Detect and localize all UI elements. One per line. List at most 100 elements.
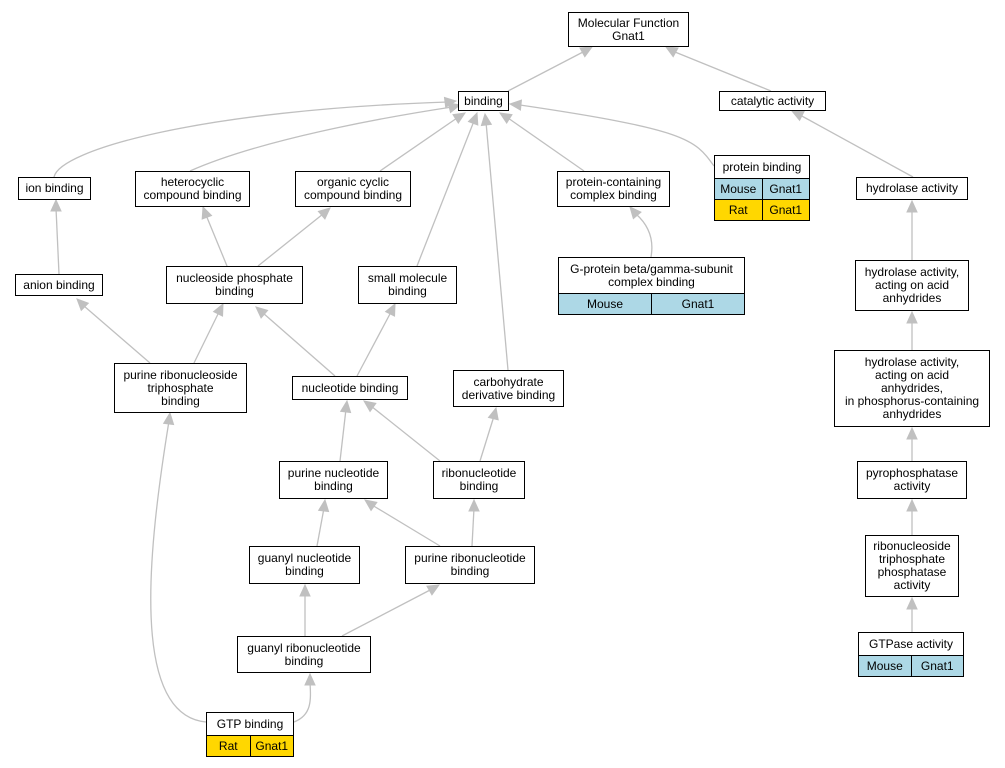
node-small-molecule-binding[interactable]: small molecule binding xyxy=(358,266,457,304)
species-cell: Mouse xyxy=(859,656,911,676)
edge-ribonuc-nucleotide-arrowhead xyxy=(363,400,377,413)
edge-pcomplex-binding xyxy=(507,117,585,172)
edge-gtp-prntp-arrowhead xyxy=(162,411,175,426)
edge-guanyl-purnuc-arrowhead xyxy=(317,498,330,513)
edge-ribonuc-nucleotide xyxy=(370,405,441,462)
node-label: Molecular Function Gnat1 xyxy=(577,15,680,43)
gene-cell: Gnat1 xyxy=(761,179,809,199)
edge-gtpase-rntpase-arrowhead xyxy=(906,596,918,610)
edge-rntpase-pyrophos-arrowhead xyxy=(906,498,918,512)
edge-nucleotide-smallmol-arrowhead xyxy=(384,302,396,317)
node-label: pyrophosphatase activity xyxy=(865,466,959,493)
edge-gtp-guanylribo-arrowhead xyxy=(304,672,316,686)
node-hydrolase-activity-in-phosphorus-containing-anhydrides[interactable]: hydrolase activity, acting on acid anhyd… xyxy=(834,350,990,427)
node-label: ribonucleotide binding xyxy=(441,466,517,493)
edge-guanylribo-purribo-arrowhead xyxy=(426,584,441,596)
node-label: hydrolase activity, acting on acid anhyd… xyxy=(844,355,980,421)
node-label: hydrolase activity xyxy=(865,181,959,195)
edge-carbo-binding xyxy=(485,121,509,371)
node-label: small molecule binding xyxy=(367,271,448,298)
edge-smallmol-binding-arrowhead xyxy=(467,111,479,126)
node-hydrolase-activity-acting-on-acid-anhydrides[interactable]: hydrolase activity, acting on acid anhyd… xyxy=(855,260,969,311)
species-cell: Rat xyxy=(207,736,250,756)
edge-prntp-nucphos-arrowhead xyxy=(212,302,224,317)
edge-protein-binding-arrowhead xyxy=(508,99,523,111)
edge-carbo-binding-arrowhead xyxy=(480,112,493,127)
node-label: protein binding xyxy=(722,159,802,174)
edge-nucleotide-nucphos xyxy=(262,312,336,377)
edge-catalytic-root xyxy=(674,51,772,92)
edge-orgcyc-binding-arrowhead xyxy=(452,112,467,124)
edge-nucleotide-nucphos-arrowhead xyxy=(255,306,269,319)
edge-binding-root xyxy=(507,51,584,92)
node-molecular-function[interactable]: Molecular Function Gnat1 xyxy=(568,12,689,47)
edge-gtp-guanylribo xyxy=(293,681,312,723)
edge-guanylribo-guanyl-arrowhead xyxy=(299,583,311,597)
node-g-protein-beta-gamma-subunit-complex-binding[interactable]: G-protein beta/gamma-subunit complex bin… xyxy=(558,257,745,315)
node-ion-binding[interactable]: ion binding xyxy=(18,177,91,200)
species-cell: Mouse xyxy=(715,179,762,199)
node-catalytic-activity[interactable]: catalytic activity xyxy=(719,91,826,111)
node-label: anion binding xyxy=(23,277,95,292)
edge-pcomplex-binding-arrowhead xyxy=(498,112,513,124)
node-purine-ribonucleoside-triphosphate-binding[interactable]: purine ribonucleoside triphosphate bindi… xyxy=(114,363,247,413)
node-hydrolase-activity[interactable]: hydrolase activity xyxy=(856,177,968,200)
edge-hetero-binding-arrowhead xyxy=(447,102,462,114)
node-label: catalytic activity xyxy=(730,93,815,108)
edge-pyrophos-hydphos-arrowhead xyxy=(906,426,918,440)
node-carbohydrate-derivative-binding[interactable]: carbohydrate derivative binding xyxy=(453,370,564,407)
node-heterocyclic-compound-binding[interactable]: heterocyclic compound binding xyxy=(135,171,250,207)
edge-binding-root-arrowhead xyxy=(579,46,594,58)
node-label: purine ribonucleotide binding xyxy=(414,551,526,578)
edge-orgcyc-binding xyxy=(379,117,458,172)
node-pyrophosphatase-activity[interactable]: pyrophosphatase activity xyxy=(857,461,967,499)
node-guanyl-ribonucleotide-binding[interactable]: guanyl ribonucleotide binding xyxy=(237,636,371,673)
edge-gprot-pcomplex-arrowhead xyxy=(629,206,642,220)
edge-nucphos-orgcyc xyxy=(257,213,324,267)
node-purine-nucleotide-binding[interactable]: purine nucleotide binding xyxy=(279,461,388,499)
node-guanyl-nucleotide-binding[interactable]: guanyl nucleotide binding xyxy=(249,546,360,584)
edge-ribonuc-carbo xyxy=(479,415,495,462)
node-purine-ribonucleotide-binding[interactable]: purine ribonucleotide binding xyxy=(405,546,535,584)
node-anion-binding[interactable]: anion binding xyxy=(15,274,103,296)
node-label: binding xyxy=(464,93,503,108)
node-label: heterocyclic compound binding xyxy=(143,175,242,202)
edge-hydacid-hydrolase-arrowhead xyxy=(906,199,918,213)
edge-gtp-prntp xyxy=(150,420,207,723)
edge-purnuc-nucleotide xyxy=(339,408,347,462)
edge-guanyl-purnuc xyxy=(316,507,325,547)
node-ribonucleotide-binding[interactable]: ribonucleotide binding xyxy=(433,461,525,499)
edge-hydrolase-catalytic xyxy=(799,114,914,178)
edge-hydphos-hydacid-arrowhead xyxy=(906,310,918,324)
node-label: carbohydrate derivative binding xyxy=(461,374,556,402)
node-protein-containing-complex-binding[interactable]: protein-containing complex binding xyxy=(557,171,670,207)
node-label: GTP binding xyxy=(216,716,284,731)
node-nucleoside-phosphate-binding[interactable]: nucleoside phosphate binding xyxy=(166,266,303,304)
node-ribonucleoside-triphosphate-phosphatase-activity[interactable]: ribonucleoside triphosphate phosphatase … xyxy=(865,535,959,597)
edge-smallmol-binding xyxy=(416,120,475,267)
node-nucleotide-binding[interactable]: nucleotide binding xyxy=(292,376,408,400)
node-label: purine ribonucleoside triphosphate bindi… xyxy=(123,367,238,408)
node-organic-cyclic-compound-binding[interactable]: organic cyclic compound binding xyxy=(295,171,411,207)
edge-anion-ion xyxy=(55,207,60,275)
edge-anion-ion-arrowhead xyxy=(50,198,62,212)
species-cell: Mouse xyxy=(559,294,651,314)
gene-cell: Gnat1 xyxy=(249,736,293,756)
node-label: guanyl ribonucleotide binding xyxy=(247,640,361,668)
edge-catalytic-root-arrowhead xyxy=(664,46,679,58)
edge-nucphos-orgcyc-arrowhead xyxy=(317,207,331,220)
gene-cell: Gnat1 xyxy=(761,200,809,220)
edge-prntp-nucphos xyxy=(193,311,220,364)
node-label: hydrolase activity, acting on acid anhyd… xyxy=(864,265,960,305)
edge-purribo-purnuc-arrowhead xyxy=(364,499,378,512)
edge-guanylribo-purribo xyxy=(341,588,433,637)
node-binding[interactable]: binding xyxy=(458,91,509,111)
gene-cell: Gnat1 xyxy=(910,656,963,676)
node-label: nucleoside phosphate binding xyxy=(176,271,293,298)
